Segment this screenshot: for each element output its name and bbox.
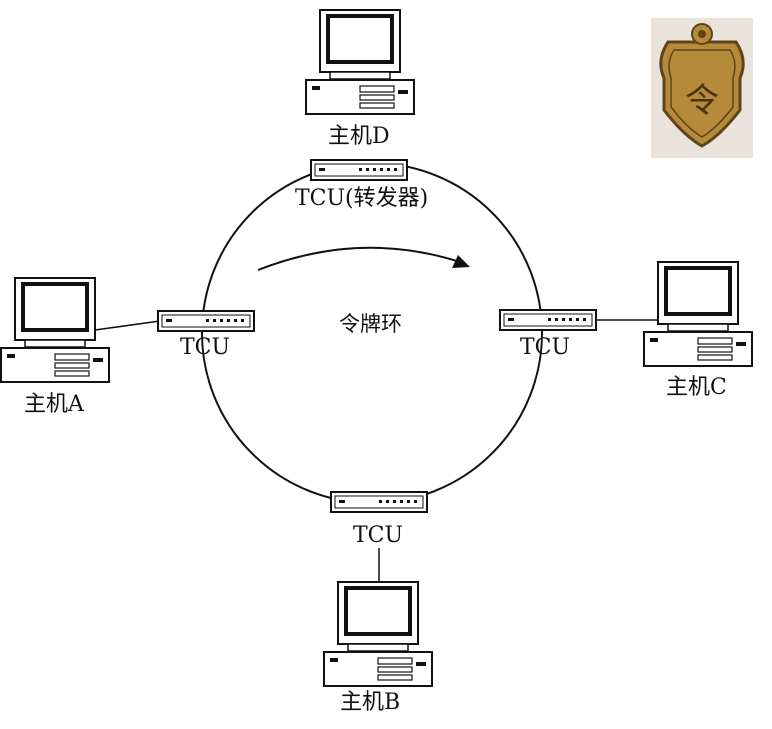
computer-host-d — [306, 10, 414, 114]
cable-host-a — [95, 321, 160, 330]
computer-host-c — [644, 262, 752, 366]
token-ring-label: 令牌环 — [339, 314, 402, 335]
tcu-top — [311, 160, 407, 180]
tcu-left — [158, 311, 254, 331]
host-a-label: 主机A — [24, 394, 84, 416]
tcu-top-label: TCU(转发器) — [295, 188, 428, 210]
token-direction-arrow — [258, 248, 460, 270]
tcu-left-label: TCU — [180, 337, 230, 359]
tcu-bottom — [331, 492, 427, 512]
tcu-bottom-label: TCU — [353, 525, 403, 547]
tcu-right — [500, 310, 596, 330]
token-badge-image: 令 — [651, 18, 753, 158]
computer-host-b — [324, 582, 432, 686]
computer-host-a — [1, 278, 109, 382]
host-c-label: 主机C — [666, 377, 727, 399]
host-d-label: 主机D — [328, 126, 390, 148]
arrow-head — [452, 255, 470, 268]
badge-glyph: 令 — [685, 81, 719, 121]
host-b-label: 主机B — [340, 692, 400, 714]
tcu-right-label: TCU — [520, 337, 570, 359]
